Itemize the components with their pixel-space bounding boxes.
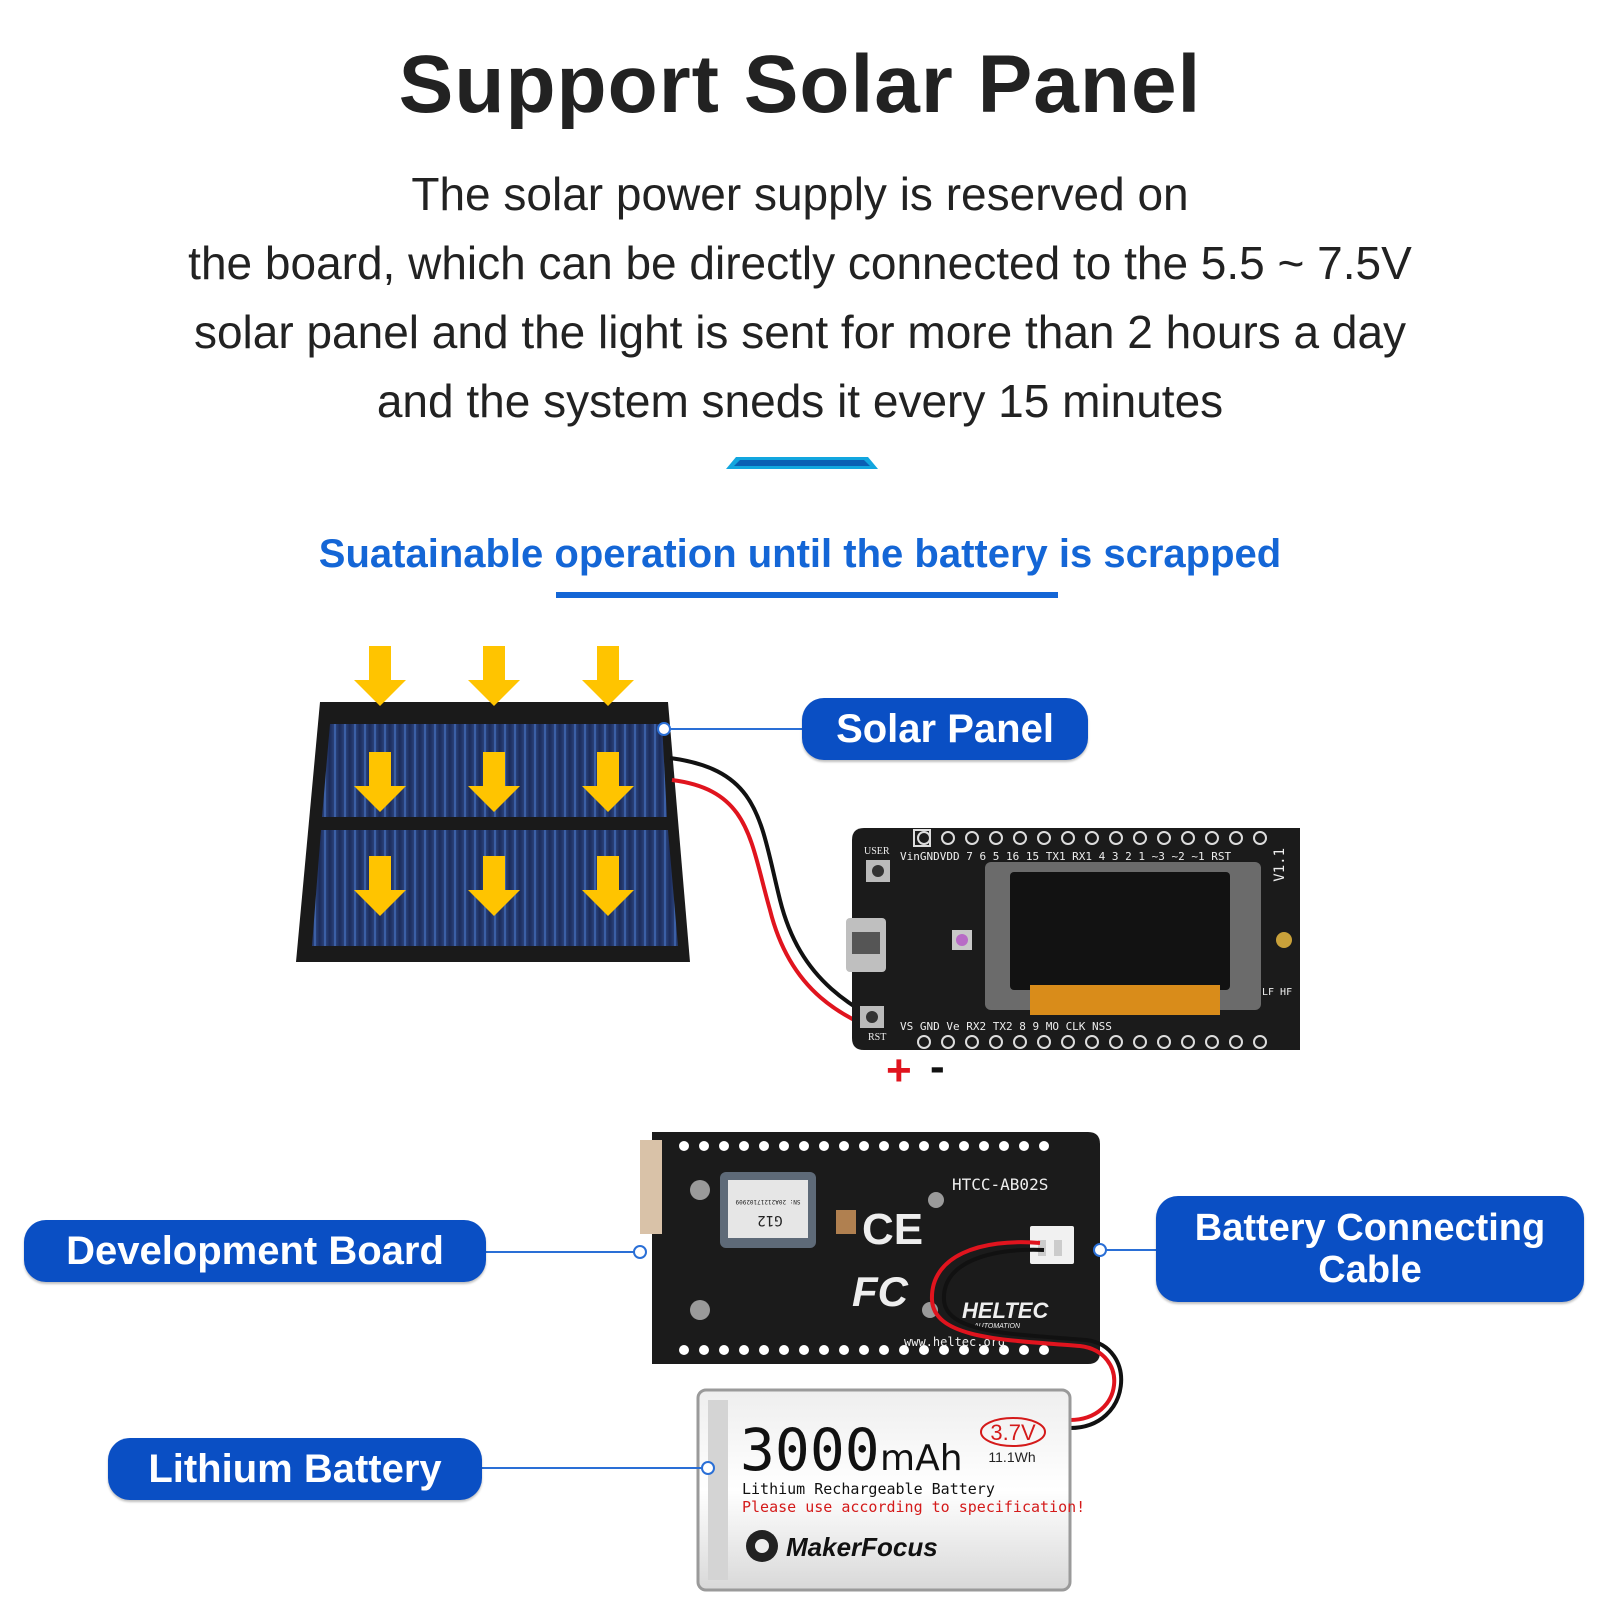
callout-solar-panel: Solar Panel xyxy=(802,698,1088,760)
board-top-pins-top: VinGNDVDD 7 6 5 16 15 TX1 RX1 4 3 2 1 ~3… xyxy=(900,850,1232,863)
divider-decoration xyxy=(726,457,878,469)
board-top-pins-bottom: VS GND Ve RX2 TX2 8 9 MO CLK NSS xyxy=(900,1020,1112,1033)
lithium-battery xyxy=(696,1388,1072,1592)
battery-type: Lithium Rechargeable Battery xyxy=(742,1480,995,1498)
callout-development-board: Development Board xyxy=(24,1220,486,1282)
board-top-lf-hf: LF HF xyxy=(1262,987,1292,998)
battery-energy: 11.1Wh xyxy=(988,1449,1035,1465)
board-bottom-ce-mark: CE xyxy=(862,1205,923,1254)
board-bottom-module-label: G12 xyxy=(757,1212,782,1228)
callout-battery-cable-line-2: Cable xyxy=(1318,1249,1422,1291)
battery-voltage: 3.7V xyxy=(990,1420,1036,1445)
board-bottom-brand: HELTEC xyxy=(962,1298,1049,1323)
callout-battery-connecting-cable: Battery Connecting Cable xyxy=(1156,1196,1584,1302)
callout-lithium-battery: Lithium Battery xyxy=(108,1438,482,1500)
description: The solar power supply is reserved on th… xyxy=(100,160,1500,436)
page-title: Support Solar Panel xyxy=(398,39,1202,130)
dev-board-bottom: HTCC-AB02S G12 SN: 20A21217102909 CE FC … xyxy=(640,1132,1100,1364)
solar-panel xyxy=(296,702,690,962)
battery-wire-red xyxy=(929,1240,1117,1422)
board-bottom-website: www.heltec.org xyxy=(904,1335,1005,1349)
board-bottom-fcc-mark: FC xyxy=(852,1268,909,1315)
description-line-3: solar panel and the light is sent for mo… xyxy=(193,306,1407,358)
description-line-2: the board, which can be directly connect… xyxy=(188,237,1412,289)
battery-unit: mAh xyxy=(880,1438,963,1479)
gear-icon xyxy=(746,1530,778,1562)
solar-wire-red xyxy=(671,778,906,1042)
dev-board-top: USER RST VinGNDVDD 7 6 5 16 15 TX1 RX1 4… xyxy=(846,828,1300,1050)
sub-heading: Suatainable operation until the battery … xyxy=(318,532,1282,576)
board-bottom-model: HTCC-AB02S xyxy=(952,1175,1048,1194)
battery-brand: MakerFocus xyxy=(786,1532,938,1562)
polarity-minus: - xyxy=(930,1042,945,1091)
sub-heading-underline xyxy=(556,592,1058,598)
board-top-user-label: USER xyxy=(864,846,890,857)
board-top-version: V1.1 xyxy=(1272,848,1288,882)
battery-wire-black xyxy=(941,1247,1124,1430)
polarity-plus: + xyxy=(886,1046,912,1095)
board-bottom-module-sn: SN: 20A21217102909 xyxy=(735,1198,800,1205)
board-bottom-brand-sub: AUTOMATION xyxy=(973,1323,1021,1330)
description-line-4: and the system sneds it every 15 minutes xyxy=(376,375,1224,427)
battery-warning: Please use according to specification! xyxy=(742,1498,1085,1516)
callout-battery-cable-line-1: Battery Connecting xyxy=(1194,1207,1546,1249)
description-line-1: The solar power supply is reserved on xyxy=(411,168,1189,220)
battery-capacity: 3000 xyxy=(740,1416,880,1484)
board-top-rst-label: RST xyxy=(868,1032,886,1043)
